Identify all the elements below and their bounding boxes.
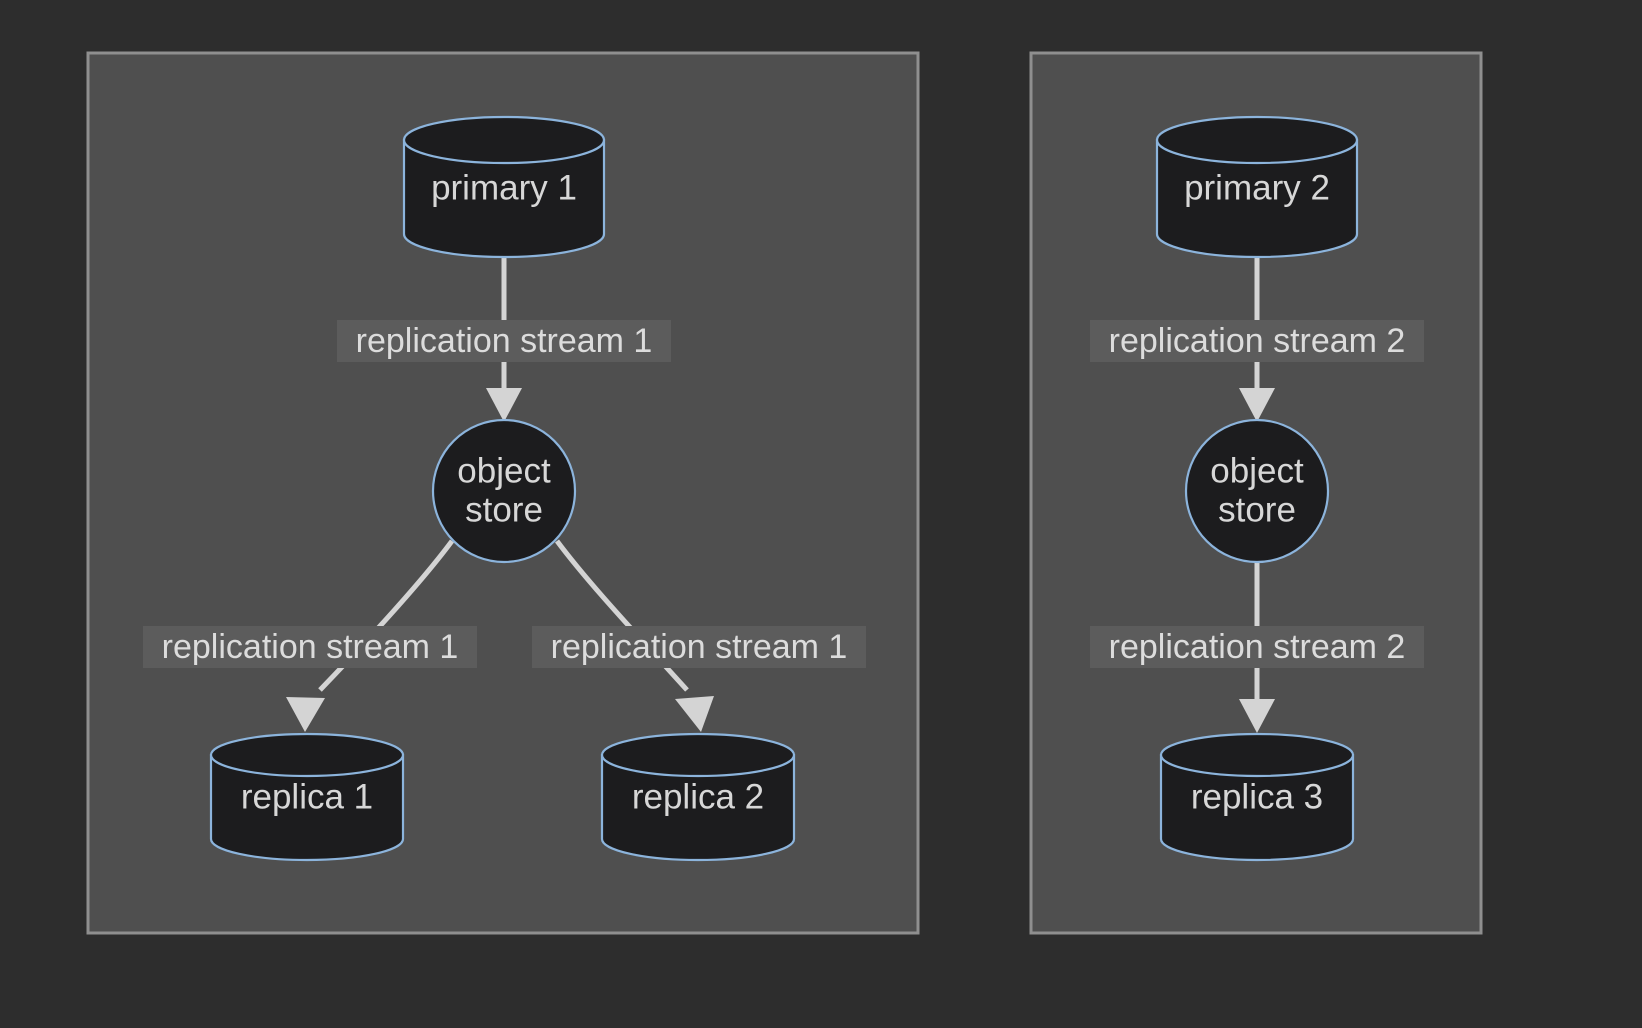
node-objectstore1[interactable]: object store <box>431 418 577 564</box>
arrow-head-icon <box>286 697 325 732</box>
node-label: replica 1 <box>241 777 373 816</box>
cylinder-top <box>1159 732 1355 778</box>
node-primary1[interactable]: primary 1 <box>402 115 606 259</box>
circle-body <box>431 418 577 564</box>
edge-label-e3: replication stream 1 <box>532 626 866 668</box>
edge-label-background <box>1090 320 1424 362</box>
node-primary2[interactable]: primary 2 <box>1155 115 1359 259</box>
edge-label-e5: replication stream 2 <box>1090 626 1424 668</box>
cylinder-body <box>402 138 606 259</box>
arrow-head-icon <box>1239 699 1275 733</box>
node-label: primary 2 <box>1184 168 1330 207</box>
edge-label-text: replication stream 2 <box>1109 322 1406 360</box>
edge-line <box>554 539 689 692</box>
cylinder-top <box>402 115 606 165</box>
edge-objectstore1-to-replica1[interactable] <box>286 539 455 732</box>
edge-label-background <box>143 626 477 668</box>
cylinder-body <box>600 753 796 862</box>
edge-objectstore1-to-replica2[interactable] <box>554 539 714 732</box>
edge-label-e4: replication stream 2 <box>1090 320 1424 362</box>
node-label-line1: object <box>1210 451 1304 490</box>
cylinder-top <box>600 732 796 778</box>
edge-label-e2: replication stream 1 <box>143 626 477 668</box>
edge-label-text: replication stream 1 <box>551 628 848 666</box>
node-label-line2: store <box>465 490 543 529</box>
edge-label-background <box>337 320 671 362</box>
cylinder-top <box>1155 115 1359 165</box>
edge-label-text: replication stream 1 <box>356 322 653 360</box>
node-label: primary 1 <box>431 168 577 207</box>
node-replica2[interactable]: replica 2 <box>600 732 796 862</box>
cylinder-top <box>209 732 405 778</box>
node-replica3[interactable]: replica 3 <box>1159 732 1355 862</box>
node-label-line1: object <box>457 451 551 490</box>
arrow-head-icon <box>675 696 714 732</box>
node-replica1[interactable]: replica 1 <box>209 732 405 862</box>
cylinder-body <box>1155 138 1359 259</box>
node-label-line2: store <box>1218 490 1296 529</box>
circle-body <box>1184 418 1330 564</box>
arrow-head-icon <box>1239 388 1275 422</box>
cylinder-body <box>209 753 405 862</box>
edge-label-background <box>532 626 866 668</box>
node-label: replica 3 <box>1191 777 1323 816</box>
edge-label-background <box>1090 626 1424 668</box>
cylinder-body <box>1159 753 1355 862</box>
edge-label-text: replication stream 2 <box>1109 628 1406 666</box>
node-objectstore2[interactable]: object store <box>1184 418 1330 564</box>
node-label: replica 2 <box>632 777 764 816</box>
edge-label-text: replication stream 1 <box>162 628 459 666</box>
edge-label-e1: replication stream 1 <box>337 320 671 362</box>
arrow-head-icon <box>486 388 522 422</box>
edge-line <box>318 539 455 692</box>
